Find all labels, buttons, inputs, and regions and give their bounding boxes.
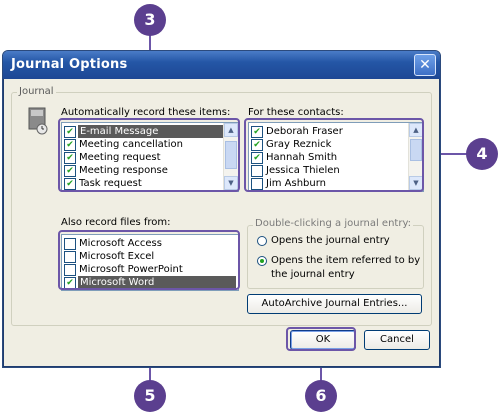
list-item[interactable]: ✔ Meeting request — [64, 151, 236, 164]
callout-line-4 — [424, 153, 468, 155]
auto-record-scrollbar[interactable]: ▲ ▼ — [223, 123, 238, 191]
journal-group — [11, 92, 432, 326]
list-item[interactable]: Jessica Thielen — [251, 164, 421, 177]
checkbox[interactable]: ✔ — [251, 152, 263, 164]
list-item[interactable]: Microsoft Access — [64, 237, 236, 250]
scroll-down-icon[interactable]: ▼ — [224, 176, 238, 190]
list-item[interactable]: ✔ Task request — [64, 177, 236, 190]
checkbox[interactable] — [251, 178, 263, 190]
checkbox[interactable] — [64, 264, 76, 276]
checkbox[interactable] — [251, 165, 263, 177]
highlight-auto-record-list — [58, 118, 240, 192]
checkbox[interactable]: ✔ — [251, 139, 263, 151]
cancel-button[interactable]: Cancel — [364, 330, 430, 350]
list-item[interactable]: ✔ Microsoft Word — [64, 276, 236, 289]
checkbox[interactable] — [64, 238, 76, 250]
scroll-thumb[interactable] — [410, 139, 422, 161]
checkbox[interactable]: ✔ — [64, 152, 76, 164]
list-item[interactable]: Microsoft Excel — [64, 250, 236, 263]
contacts-label: For these contacts: — [248, 107, 344, 118]
checkbox[interactable]: ✔ — [64, 165, 76, 177]
auto-record-list: ✔ E-mail Message ✔ Meeting cancellation … — [61, 122, 239, 192]
double-click-group-title: Double-clicking a journal entry: — [253, 218, 414, 229]
journal-options-dialog: Journal Options ✕ Journal Automatically … — [2, 50, 441, 368]
journal-group-title: Journal — [17, 86, 56, 97]
list-item[interactable]: ✔ Deborah Fraser — [251, 125, 421, 138]
close-button[interactable]: ✕ — [414, 54, 436, 76]
callout-3: 3 — [134, 4, 166, 36]
checkbox[interactable]: ✔ — [64, 126, 76, 138]
title-bar: Journal Options ✕ — [3, 51, 440, 79]
window-title: Journal Options — [11, 57, 128, 72]
list-item[interactable]: Microsoft PowerPoint — [64, 263, 236, 276]
also-record-label: Also record files from: — [61, 217, 171, 228]
scroll-up-icon[interactable]: ▲ — [224, 123, 238, 137]
callout-4: 4 — [466, 138, 498, 170]
also-record-list: Microsoft Access Microsoft Excel Microso… — [61, 234, 239, 291]
highlight-also-record-list — [58, 230, 240, 290]
contacts-scrollbar[interactable]: ▲ ▼ — [408, 123, 423, 191]
checkbox[interactable]: ✔ — [64, 178, 76, 190]
journal-book-icon — [27, 107, 49, 135]
callout-6: 6 — [305, 380, 337, 412]
radio-label-opens-referred-item-line2: the journal entry — [271, 269, 355, 280]
checkbox[interactable] — [64, 251, 76, 263]
radio-opens-journal-entry[interactable] — [257, 236, 267, 246]
list-item[interactable]: ✔ Meeting response — [64, 164, 236, 177]
auto-record-label: Automatically record these items: — [61, 107, 231, 118]
checkbox[interactable]: ✔ — [251, 126, 263, 138]
checkbox[interactable]: ✔ — [64, 277, 76, 289]
scroll-thumb[interactable] — [225, 141, 237, 169]
radio-label-opens-referred-item: Opens the item referred to by — [271, 255, 421, 266]
checkbox[interactable]: ✔ — [64, 139, 76, 151]
highlight-ok-button — [286, 327, 356, 351]
highlight-contacts-list — [244, 118, 424, 192]
radio-label-opens-journal-entry: Opens the journal entry — [271, 235, 390, 246]
list-item[interactable]: ✔ Gray Reznick — [251, 138, 421, 151]
list-item[interactable]: ✔ Hannah Smith — [251, 151, 421, 164]
autoarchive-button[interactable]: AutoArchive Journal Entries... — [247, 294, 422, 314]
list-item[interactable]: ✔ E-mail Message — [64, 125, 236, 138]
callout-5: 5 — [134, 380, 166, 412]
list-item[interactable]: ✔ Meeting cancellation — [64, 138, 236, 151]
radio-opens-referred-item[interactable] — [257, 256, 267, 266]
list-item[interactable]: Jim Ashburn — [251, 177, 421, 190]
